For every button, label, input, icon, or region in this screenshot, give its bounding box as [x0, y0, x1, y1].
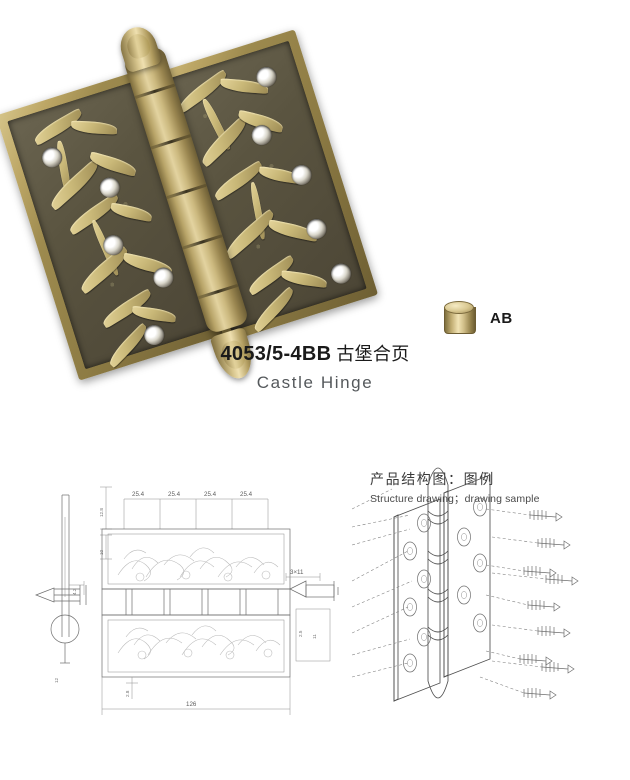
structure-drawing-title: 产品结构图：图例 Structure drawing；drawing sampl…	[370, 469, 540, 506]
detail-3x11: 3×11 2.5 11	[285, 569, 339, 662]
side-elevation: 4.2 12	[50, 494, 85, 683]
dim-126: 126	[186, 701, 197, 708]
screw	[519, 654, 553, 666]
svg-text:10: 10	[99, 549, 104, 555]
upper-leaf-plan	[101, 528, 291, 590]
dim-25-4: 25.4	[240, 491, 253, 498]
exploded-drawing-svg	[352, 467, 579, 702]
lower-leaf-plan	[101, 614, 291, 678]
drawings-zone: 产品结构图：图例 Structure drawing；drawing sampl…	[0, 455, 630, 780]
screw	[537, 626, 571, 638]
dim-25-4: 25.4	[132, 491, 145, 498]
svg-text:4.2: 4.2	[72, 588, 77, 595]
screw	[523, 566, 557, 578]
product-name-en: Castle Hinge	[256, 373, 374, 392]
assembly-guide-lines-left	[352, 488, 413, 678]
exploded-hinge-leaf	[393, 474, 491, 702]
screw	[541, 662, 575, 674]
svg-text:2.5: 2.5	[298, 630, 303, 637]
finial-ornament	[124, 31, 153, 61]
vertical-dimensions: 12.8 10	[99, 486, 112, 560]
screw	[529, 510, 563, 522]
screw	[537, 538, 571, 550]
pitch-dimension-chain: 25.4 25.4 25.4 25.4	[123, 491, 269, 529]
screw	[527, 600, 561, 612]
svg-text:11: 11	[312, 634, 317, 639]
exploded-drawing	[352, 455, 630, 775]
exploded-screws	[479, 508, 579, 700]
screw	[523, 688, 557, 700]
finish-swatch-row: AB	[444, 301, 513, 335]
dim-25-4: 25.4	[168, 491, 181, 498]
product-model-code: 4053/5-4BB	[220, 343, 332, 365]
overall-dimension: 126 2.8	[101, 677, 291, 715]
structure-title-cn: 产品结构图：图例	[370, 472, 495, 488]
screw	[545, 574, 579, 586]
dim-3x11: 3×11	[290, 569, 304, 576]
exploded-screw-holes	[403, 497, 487, 673]
structure-title-en: Structure drawing；drawing sample	[370, 493, 540, 505]
antique-brass-swatch-icon	[444, 301, 476, 335]
finish-code-label: AB	[490, 309, 513, 327]
plan-foliage-ornament	[117, 547, 279, 582]
svg-text:12: 12	[54, 677, 59, 683]
exploded-hinge-barrel	[427, 467, 449, 699]
technical-drawing: 4.2 12 12.8 10	[14, 477, 344, 757]
knuckle-plan-strip	[101, 588, 291, 616]
dim-25-4: 25.4	[204, 491, 217, 498]
svg-text:12.8: 12.8	[99, 508, 104, 517]
product-name-cn: 古堡合页	[336, 344, 410, 365]
technical-drawing-svg: 4.2 12 12.8 10	[35, 486, 339, 715]
pin-tip-detail	[35, 585, 87, 605]
svg-text:2.8: 2.8	[125, 690, 130, 697]
